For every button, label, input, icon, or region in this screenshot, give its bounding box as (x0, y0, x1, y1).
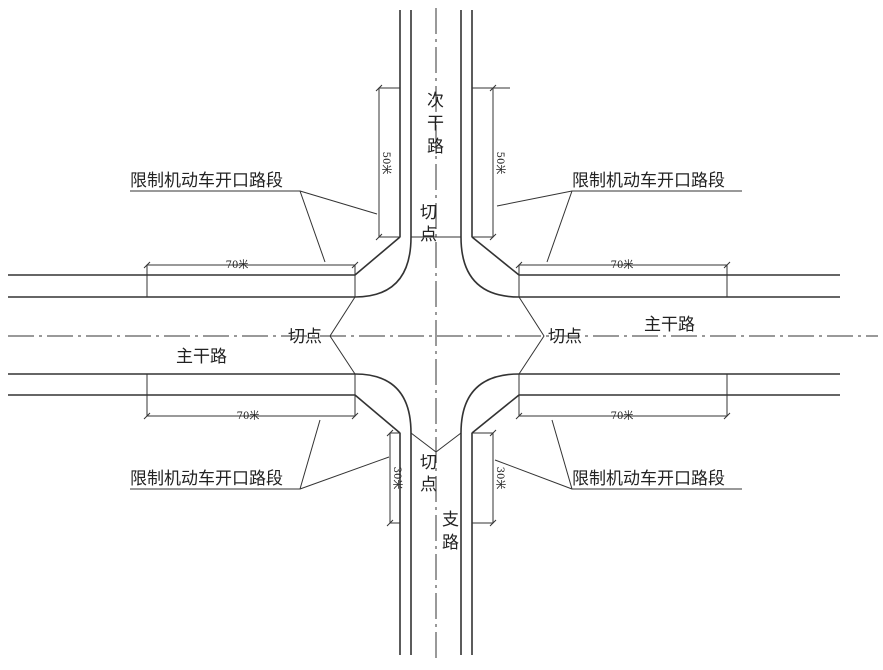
svg-text:点: 点 (420, 475, 437, 495)
corner-sw (354, 373, 412, 434)
svg-text:支: 支 (442, 510, 459, 530)
restricted-label-sw: 限制机动车开口路段 (130, 469, 283, 489)
dim-west-top: 70米 (226, 258, 249, 271)
restricted-label-se: 限制机动车开口路段 (572, 469, 725, 489)
svg-text:干: 干 (427, 114, 444, 134)
tangent-point-label-south: 切 点 (420, 453, 437, 495)
svg-text:切: 切 (420, 203, 437, 223)
corner-ne (460, 236, 520, 298)
tangent-point-label-north: 切 点 (420, 203, 437, 245)
restricted-segment-outlines (146, 87, 728, 524)
restricted-label-ne: 限制机动车开口路段 (572, 171, 725, 191)
svg-text:切: 切 (420, 453, 437, 473)
svg-text:路: 路 (427, 137, 444, 157)
svg-text:路: 路 (442, 533, 459, 553)
tangent-point-label-east: 切点 (548, 327, 582, 347)
dim-north-left: 50米 (380, 152, 393, 175)
corner-se (460, 373, 520, 434)
main-road-label-right: 主干路 (644, 315, 695, 335)
svg-text:点: 点 (420, 225, 437, 245)
corner-nw (354, 236, 412, 298)
svg-text:次: 次 (427, 91, 444, 111)
leader-lines (130, 190, 742, 490)
dim-south-left: 30米 (391, 467, 404, 490)
restricted-label-nw: 限制机动车开口路段 (130, 171, 283, 191)
main-road-label-left: 主干路 (176, 347, 227, 367)
dim-east-bottom: 70米 (611, 409, 634, 422)
dim-east-top: 70米 (611, 258, 634, 271)
dim-north-right: 50米 (494, 152, 507, 175)
secondary-road-label: 次 干 路 (427, 91, 444, 157)
tangent-point-label-west: 切点 (288, 327, 322, 347)
dim-west-bottom: 70米 (237, 409, 260, 422)
tangent-connectors (329, 236, 545, 453)
dim-south-right: 30米 (494, 467, 507, 490)
branch-road-label: 支 路 (442, 510, 459, 553)
dimension-ticks (143, 84, 731, 527)
